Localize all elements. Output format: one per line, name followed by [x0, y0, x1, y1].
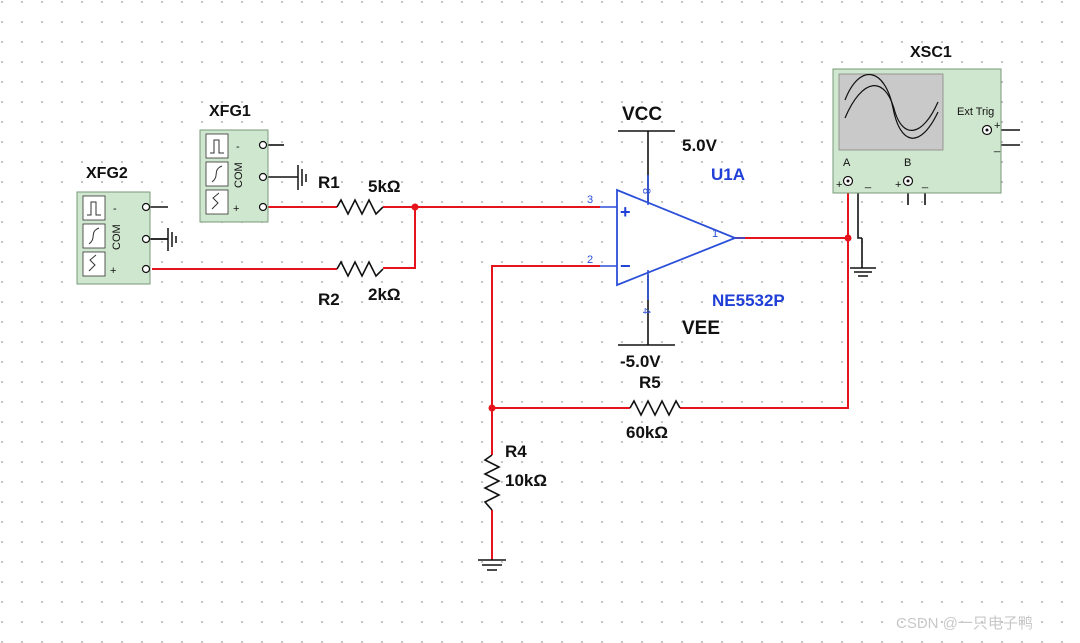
sine-wave-icon [211, 165, 223, 183]
xfg1-com-label: COM [233, 162, 245, 188]
vcc-value: 5.0V [682, 136, 718, 155]
r5-value: 60kΩ [626, 423, 668, 442]
scope-name: XSC1 [910, 44, 952, 61]
wire-r5-out[interactable] [680, 238, 849, 409]
resistor-r5-symbol[interactable] [629, 399, 681, 417]
oscilloscope-xsc1[interactable]: Ext Trig + _ A B + _ + _ [832, 68, 1002, 194]
xfg1-minus-label: - [236, 141, 240, 153]
vee-value: -5.0V [620, 352, 661, 371]
resistor-r4-symbol[interactable] [483, 454, 501, 511]
scope-trig-minus: _ [993, 141, 1001, 153]
ground-icon [478, 559, 506, 571]
vee-label: VEE [682, 318, 720, 339]
resistor-r1-symbol[interactable] [336, 198, 384, 216]
pin-2-label: 2 [587, 254, 593, 266]
opamp-u1a[interactable]: + − 3 2 1 8 4 [587, 175, 745, 314]
opamp-part: NE5532P [712, 291, 785, 310]
opamp-ref: U1A [711, 165, 745, 184]
xfg1-plus-label: + [233, 203, 239, 215]
scope-channel-b: B [904, 157, 911, 169]
junction-node-3 [844, 234, 852, 242]
wire-node-r2[interactable] [383, 207, 416, 269]
xfg2-minus-label: - [113, 203, 117, 215]
r1-value: 5kΩ [368, 177, 401, 196]
scope-waveform-2 [844, 85, 939, 131]
resistor-r2-symbol[interactable] [336, 260, 384, 278]
sine-wave-icon [88, 227, 100, 245]
scope-a-minus: _ [864, 177, 872, 189]
xfg2-plus-label: + [110, 265, 116, 277]
xfg1-name: XFG1 [209, 103, 251, 120]
pin-8-label: 8 [640, 188, 652, 194]
scope-a-plus: + [836, 179, 842, 191]
square-wave-icon [210, 139, 224, 154]
r2-name: R2 [318, 290, 340, 309]
scope-channel-a: A [843, 157, 851, 169]
function-generator-xfg1[interactable]: COM - + [199, 129, 269, 223]
r5-name: R5 [639, 373, 661, 392]
ground-icon [297, 165, 307, 190]
watermark: CSDN @一只电子鸭 [896, 615, 1033, 632]
pin-4-label: 4 [640, 308, 652, 314]
r4-name: R4 [505, 442, 527, 461]
junction-node-1 [411, 203, 419, 211]
wire-pin2-node[interactable] [491, 265, 600, 408]
opamp-minus-sign: − [620, 256, 631, 276]
function-generator-xfg2[interactable]: COM - + [76, 191, 151, 285]
xfg2-com-label: COM [111, 224, 123, 250]
scope-b-minus: _ [921, 177, 929, 189]
triangle-wave-icon [211, 192, 220, 210]
r2-value: 2kΩ [368, 285, 401, 304]
scope-trig-plus: + [994, 120, 1000, 132]
scope-screen [838, 73, 944, 151]
r4-value: 10kΩ [505, 471, 547, 490]
triangle-wave-icon [88, 254, 97, 272]
r1-name: R1 [318, 173, 340, 192]
scope-b-plus: + [895, 179, 901, 191]
square-wave-icon [87, 201, 101, 216]
scope-ext-trig: Ext Trig [957, 106, 994, 118]
ground-icon [850, 267, 876, 277]
junction-node-2 [488, 404, 496, 412]
vcc-label: VCC [622, 104, 662, 125]
pin-1-label: 1 [712, 228, 718, 240]
opamp-plus-sign: + [620, 202, 631, 222]
scope-waveform-1 [844, 73, 939, 139]
ground-icon [150, 228, 177, 251]
pin-3-label: 3 [587, 194, 593, 206]
wires [152, 182, 849, 560]
xfg2-name: XFG2 [86, 165, 128, 182]
